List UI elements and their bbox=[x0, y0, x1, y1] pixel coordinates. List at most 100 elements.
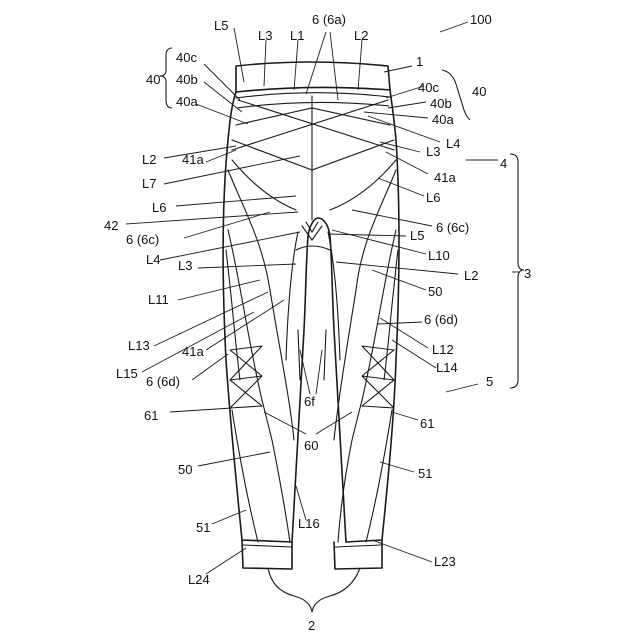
tights-line-drawing bbox=[160, 48, 524, 612]
leader-100 bbox=[440, 22, 468, 32]
reference-label: L2 bbox=[354, 28, 368, 43]
right-cuff-seam bbox=[335, 545, 381, 547]
reference-label: L13 bbox=[128, 338, 150, 353]
leader-L2-top bbox=[358, 40, 362, 90]
right-thigh-seam-outer bbox=[334, 170, 396, 440]
reference-label: L3 bbox=[258, 28, 272, 43]
leader-51-right bbox=[380, 462, 414, 472]
garment-body-outline bbox=[223, 90, 399, 542]
reference-label: L6 bbox=[426, 190, 440, 205]
reference-label: 41a bbox=[182, 344, 204, 359]
leader-61-right bbox=[392, 412, 418, 420]
reference-label: L3 bbox=[178, 258, 192, 273]
leader-L6-right bbox=[378, 178, 424, 196]
leader-40a-right bbox=[364, 112, 428, 118]
reference-label: L16 bbox=[298, 516, 320, 531]
reference-label: 2 bbox=[308, 618, 315, 633]
reference-label: 100 bbox=[470, 12, 492, 27]
reference-label: 40c bbox=[176, 50, 197, 65]
reference-label: L7 bbox=[142, 176, 156, 191]
leader-L15 bbox=[142, 312, 254, 372]
reference-label: 40a bbox=[432, 112, 454, 127]
reference-label: L10 bbox=[428, 248, 450, 263]
left-shin-seam-inner bbox=[272, 440, 290, 542]
reference-label: 50 bbox=[428, 284, 442, 299]
reference-label: 40 bbox=[472, 84, 486, 99]
left-side-seam-2 bbox=[226, 250, 240, 380]
leader-L16 bbox=[296, 486, 306, 520]
left-cuff-outline bbox=[242, 540, 292, 569]
reference-label: 5 bbox=[486, 374, 493, 389]
reference-label: 60 bbox=[304, 438, 318, 453]
leader-41a-lower bbox=[206, 300, 284, 350]
reference-label: L11 bbox=[148, 292, 169, 307]
reference-label: L1 bbox=[290, 28, 304, 43]
reference-label: L15 bbox=[116, 366, 138, 381]
reference-label: L23 bbox=[434, 554, 456, 569]
reference-label: L3 bbox=[426, 144, 440, 159]
left-thigh-seam-inner bbox=[286, 232, 298, 360]
reference-label: 51 bbox=[418, 466, 432, 481]
leader-40c-left bbox=[204, 64, 240, 100]
right-cuff-outline bbox=[334, 540, 382, 569]
reference-labels: 100L5L3L16 (6a)L2140c40b40a4040c40b40a40… bbox=[104, 12, 531, 633]
reference-label: 6 (6d) bbox=[146, 374, 180, 389]
leader-L11 bbox=[178, 280, 260, 300]
reference-label: L4 bbox=[146, 252, 160, 267]
leader-L14 bbox=[392, 340, 436, 368]
leader-L24 bbox=[206, 548, 246, 574]
leader-40a-left bbox=[196, 104, 248, 124]
reference-label: 61 bbox=[144, 408, 158, 423]
leader-61-left bbox=[170, 408, 232, 412]
leader-41a-right bbox=[386, 152, 428, 174]
waistband-outline bbox=[236, 62, 390, 92]
reference-label: 61 bbox=[420, 416, 434, 431]
left-cuff-seam bbox=[243, 545, 292, 547]
leader-L3-mid bbox=[198, 264, 296, 268]
leader-L1 bbox=[294, 40, 298, 90]
reference-label: 3 bbox=[524, 266, 531, 281]
reference-label: L12 bbox=[432, 342, 454, 357]
reference-label: 40c bbox=[418, 80, 439, 95]
leader-6f-right bbox=[316, 350, 322, 394]
leader-5 bbox=[446, 384, 478, 392]
reference-label: 4 bbox=[500, 156, 507, 171]
hip-band-seam-upper bbox=[236, 93, 390, 98]
reference-label: 40a bbox=[176, 94, 198, 109]
left-knee-lattice bbox=[230, 346, 262, 408]
leader-6a-2 bbox=[330, 32, 338, 100]
reference-label: L6 bbox=[152, 200, 166, 215]
knee-center-seam-left bbox=[298, 330, 300, 380]
reference-label: 40 bbox=[146, 72, 160, 87]
leader-L2-mid bbox=[336, 262, 458, 274]
hip-side-seam-right bbox=[330, 160, 396, 210]
reference-label: 41a bbox=[182, 152, 204, 167]
knee-center-seam-right bbox=[324, 330, 326, 380]
reference-label: 6 (6a) bbox=[312, 12, 346, 27]
leader-L4-right bbox=[368, 116, 440, 142]
hip-cross-seam-a bbox=[238, 100, 394, 150]
reference-label: 40b bbox=[430, 96, 452, 111]
reference-label: L2 bbox=[142, 152, 156, 167]
leader-L23 bbox=[372, 540, 432, 562]
bracket-40-left bbox=[160, 48, 172, 108]
reference-label: 1 bbox=[416, 54, 423, 69]
leader-60-right bbox=[316, 412, 352, 434]
reference-label: L5 bbox=[214, 18, 228, 33]
reference-label: L14 bbox=[436, 360, 458, 375]
reference-label: 6 (6c) bbox=[436, 220, 469, 235]
hip-cross-seam-d bbox=[232, 140, 394, 170]
reference-label: 41a bbox=[434, 170, 456, 185]
leader-40b-right bbox=[388, 102, 426, 108]
reference-label: 51 bbox=[196, 520, 210, 535]
leader-L13 bbox=[154, 292, 268, 346]
hip-cross-seam-b bbox=[232, 100, 388, 150]
bracket-2 bbox=[268, 568, 360, 612]
crotch-inner-curve bbox=[296, 246, 330, 250]
reference-label: 50 bbox=[178, 462, 192, 477]
leader-6c-right bbox=[352, 210, 432, 226]
leader-6a-1 bbox=[306, 32, 326, 94]
reference-label: L5 bbox=[410, 228, 424, 243]
reference-label: 6f bbox=[304, 394, 315, 409]
